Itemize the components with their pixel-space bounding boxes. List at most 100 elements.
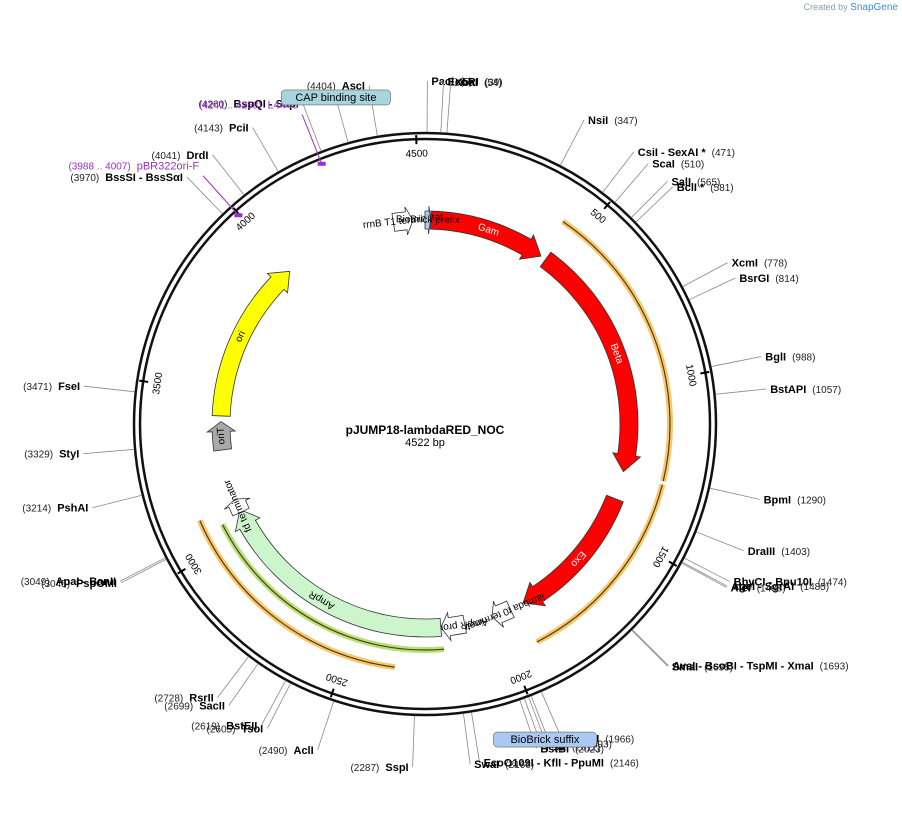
tick-label: 500 [588,207,608,226]
site-leader [119,557,166,582]
site-leader [186,176,223,215]
feature-beta [539,251,642,473]
site-name: AclI [294,745,314,757]
site-pos: (347) [614,116,637,127]
site-pos: (2605) [207,725,236,736]
site-name: SalI [671,176,691,188]
site-label: AleI (1488) [731,582,786,594]
primer-mark [317,161,326,166]
primer-mark [234,213,243,218]
feature-lambda-t0-terminator [491,600,515,628]
site-pos: (2619) [191,721,220,732]
tick-mark [700,370,710,375]
site-pos: (4260) [199,99,228,110]
site-name: BsrGI [739,273,769,285]
site-leader [631,629,669,667]
site-pos: (814) [775,274,798,285]
site-leader [540,691,563,739]
site-leader [631,181,668,218]
orf-arc-core [536,484,664,643]
site-label: BbvCI - Bpu10I(1474) [734,577,847,589]
site-leader [120,558,167,584]
site-pos: (1485) [800,582,829,593]
tick-mark [668,560,678,567]
site-label: XbaI(54) [455,77,502,89]
site-leader [696,531,744,552]
site-name: EcoO109I - KflI - PpuMI [484,758,604,770]
site-name: DraIII [748,546,776,558]
site-leader [217,656,249,698]
site-name: XbaI [455,77,478,89]
site-label: SalI (565) [671,176,720,188]
site-name: ApaI - BanII [56,576,117,588]
site-pos: (2287) [350,763,379,774]
site-label: (3970) BssSI - BssSαI [70,172,183,184]
site-pos: (1290) [797,495,826,506]
site-pos: (2166) [505,760,534,771]
site-label: (3471)FseI [23,381,80,393]
feature-label: ori [233,329,248,344]
primer-pos: (3988 .. 4007) [68,162,130,173]
site-label: (2619) BstEII [191,720,257,732]
site-label: (2287)SspI [350,762,408,774]
site-pos: (1966) [605,735,634,746]
site-name: DrdI [186,150,208,162]
site-leader [709,487,760,500]
plasmid-name: pJUMP18-lambdaRED_NOC [346,423,505,437]
site-label: AgeI - SgrAI(1485) [731,581,829,593]
site-label: BclI *(581) [677,182,734,194]
boxed-box [280,89,391,106]
site-leader [560,119,585,166]
site-pos: (5) [460,77,472,88]
boxed-leader [335,97,349,143]
site-pos: (4143) [194,123,223,134]
site-label: (3214) PshAI [22,503,88,515]
site-pos: (3214) [22,504,51,515]
backbone-outer [132,131,718,717]
tick-label: 1000 [683,363,698,387]
site-leader [260,680,287,726]
site-name: XcmI [732,258,758,270]
primer-label: (3988 .. 4007)pBR322ori-F [68,161,199,173]
site-label: DraIII(1403) [748,546,810,558]
site-label: (2490)AclI [259,745,314,757]
site-name: RsrII [189,692,213,704]
site-name: NsiI [588,115,608,127]
site-label: (4041)DrdI [152,150,209,162]
site-label: (4404)AscI [307,81,365,93]
site-label: BstAPI(1057) [770,384,841,396]
site-leader [440,81,444,133]
site-leader [266,683,292,729]
tick-mark [139,379,149,383]
site-label: SmaI(1695) [672,661,733,673]
site-name: BstAPI [770,384,806,396]
site-label: (3049)ApaI - BanII [21,576,116,588]
site-leader [84,385,135,393]
site-leader [471,712,480,763]
site-pos: (565) [697,177,720,188]
site-name: BclI * [677,182,705,194]
site-label: PacI (5) [431,76,472,88]
site-pos: (2146) [610,759,639,770]
site-label: (4143)PciI [194,122,248,134]
site-name: CsiI - SexAI * [638,147,707,159]
tick-mark [523,685,529,695]
site-leader [681,562,727,588]
site-pos: (1695) [704,662,733,673]
tick-label: 2000 [508,667,533,685]
site-name: AleI [731,582,751,594]
tick-label: 1500 [650,544,671,569]
orf-arc [535,483,666,645]
site-name: PacI [431,76,454,88]
site-name: PshAI [57,503,88,515]
tick-label: 3000 [183,551,204,576]
site-pos: (3329) [24,450,53,461]
site-name: BbvCI - Bpu10I [734,577,812,589]
site-name: BstEII [226,720,257,732]
site-leader [228,663,259,706]
site-pos: (1488) [757,583,786,594]
site-name: BssSI - BssSαI [105,172,183,184]
site-leader [252,127,279,172]
site-pos: (3970) [70,173,99,184]
